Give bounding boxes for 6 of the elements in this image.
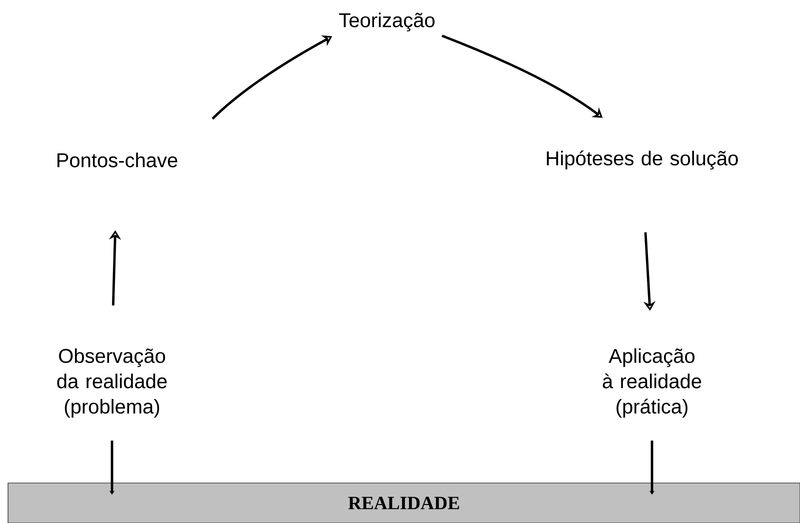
stage-label: Aplicação à realidade (prática) [602, 348, 702, 418]
stage-label: Hipóteses de solução [546, 150, 738, 170]
band: REALIDADE [8, 482, 800, 523]
stage-label: Observação da realidade (problema) [57, 348, 167, 418]
stage-label: Pontos-chave [58, 152, 178, 168]
stage-label: Teorização [339, 12, 435, 32]
